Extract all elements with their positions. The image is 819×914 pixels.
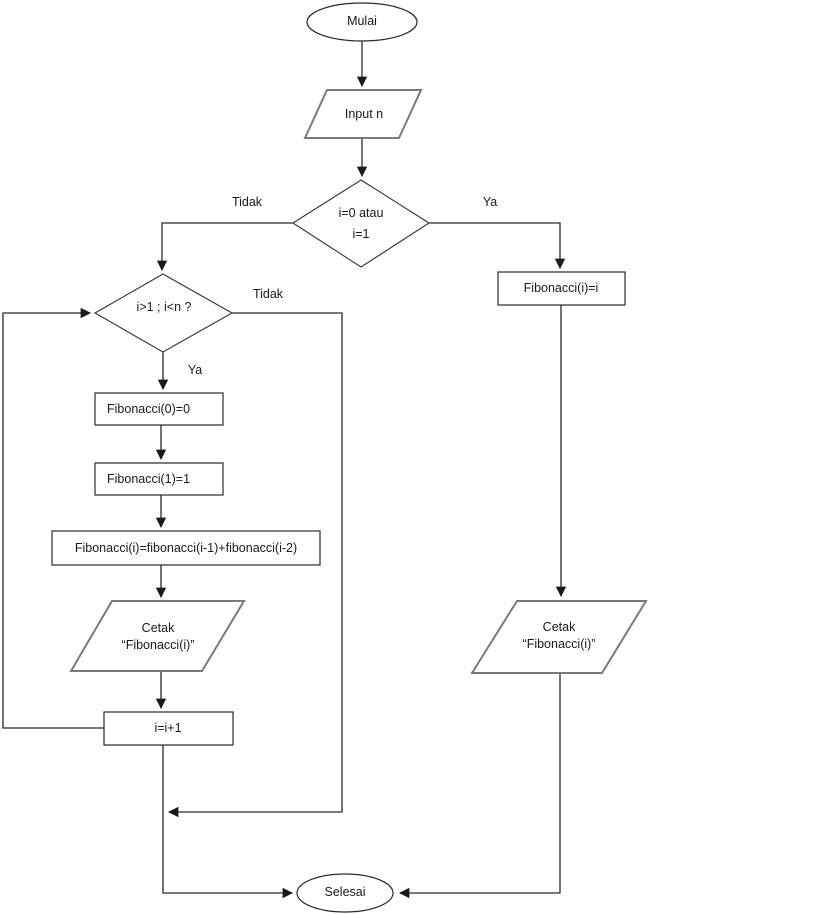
process-fibbase-box bbox=[497, 271, 626, 306]
decision-initial-label: i=0 atau i=1 bbox=[338, 206, 384, 241]
output-print-loop-parallelogram bbox=[69, 600, 246, 672]
end-terminator bbox=[296, 873, 394, 913]
edge-label-decision2-no: Tidak bbox=[252, 287, 284, 301]
process-fib1-label: Fibonacci(1)=1 bbox=[107, 472, 191, 486]
input-label: Input n bbox=[344, 107, 384, 121]
output-print-loop-label: Cetak “Fibonacci(i)” bbox=[121, 621, 195, 652]
process-fib0-label: Fibonacci(0)=0 bbox=[107, 402, 191, 416]
edge-label-decision2-yes: Ya bbox=[187, 363, 203, 377]
process-fib1-box bbox=[94, 462, 224, 496]
edge-printdirect-to-end bbox=[398, 673, 561, 899]
edge-loop-back bbox=[2, 307, 104, 729]
start-terminator bbox=[306, 2, 418, 42]
end-label: Selesai bbox=[324, 885, 366, 899]
decision-loop-diamond bbox=[93, 273, 234, 353]
edge-label-decision1-yes: Ya bbox=[482, 195, 498, 209]
output-print-direct-label: Cetak “Fibonacci(i)” bbox=[522, 620, 596, 651]
edge-label-decision1-no: Tidak bbox=[231, 195, 263, 209]
start-label: Mulai bbox=[347, 14, 377, 28]
process-fib0-box bbox=[94, 392, 224, 426]
edge-decision1-yes bbox=[429, 222, 566, 270]
process-recurrence-label: Fibonacci(i)=fibonacci(i-1)+fibonacci(i-… bbox=[74, 541, 298, 555]
decision-initial-diamond bbox=[291, 179, 431, 268]
edge-decision1-no bbox=[156, 222, 293, 272]
input-parallelogram bbox=[303, 89, 423, 139]
process-increment-box bbox=[103, 711, 234, 746]
edge-increment-to-end bbox=[162, 745, 294, 899]
decision-loop-label: i>1 ; i<n ? bbox=[136, 300, 192, 314]
process-increment-label: i=i+1 bbox=[154, 721, 182, 735]
edge-decision2-no bbox=[167, 312, 343, 818]
process-fibbase-label: Fibonacci(i)=i bbox=[523, 281, 599, 295]
process-recurrence-box bbox=[51, 530, 321, 566]
output-print-direct-parallelogram bbox=[470, 600, 648, 674]
